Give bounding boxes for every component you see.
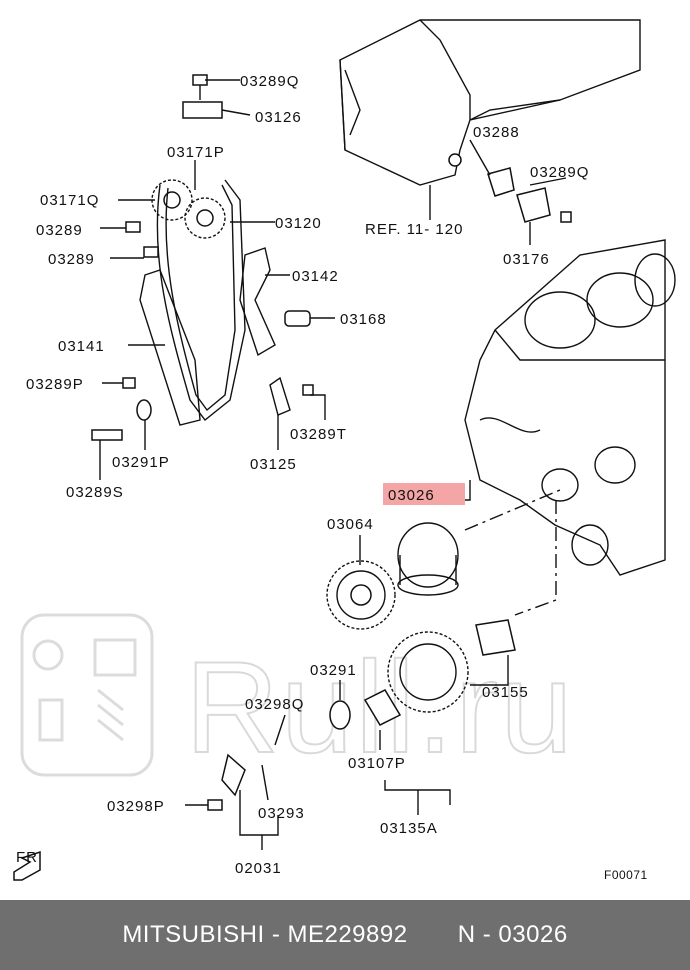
part-label-03064[interactable]: 03064 bbox=[327, 516, 374, 533]
part-label-03155[interactable]: 03155 bbox=[482, 684, 529, 701]
watermark-logo bbox=[20, 613, 154, 777]
front-direction-label: FR bbox=[16, 849, 38, 866]
part-label-03298p[interactable]: 03298P bbox=[107, 798, 165, 815]
oil-pump-drawing bbox=[207, 522, 516, 811]
part-label-03289q-top[interactable]: 03289Q bbox=[240, 73, 299, 90]
front-direction-arrow-icon bbox=[13, 850, 41, 881]
part-label-03171q[interactable]: 03171Q bbox=[40, 192, 99, 209]
part-label-03142[interactable]: 03142 bbox=[292, 268, 339, 285]
figure-code: F00071 bbox=[604, 868, 648, 882]
cylinder-head-drawing bbox=[339, 19, 641, 186]
part-label-03026[interactable]: 03026 bbox=[388, 487, 435, 504]
exploded-parts-diagram: Rull.ru bbox=[13, 19, 676, 882]
part-label-03289s[interactable]: 03289S bbox=[66, 484, 124, 501]
cylinder-block-drawing bbox=[464, 239, 676, 576]
part-label-03291[interactable]: 03291 bbox=[310, 662, 357, 679]
part-label-03135a[interactable]: 03135A bbox=[380, 820, 438, 837]
part-label-03289-a[interactable]: 03289 bbox=[36, 222, 83, 239]
part-label-03120[interactable]: 03120 bbox=[275, 215, 322, 232]
part-label-03171p[interactable]: 03171P bbox=[167, 144, 225, 161]
part-label-03107p[interactable]: 03107P bbox=[348, 755, 406, 772]
part-label-02031[interactable]: 02031 bbox=[235, 860, 282, 877]
part-label-03289p[interactable]: 03289P bbox=[26, 376, 84, 393]
leader-lines bbox=[99, 79, 567, 850]
part-label-03125[interactable]: 03125 bbox=[250, 456, 297, 473]
part-label-03126[interactable]: 03126 bbox=[255, 109, 302, 126]
part-label-03289t[interactable]: 03289T bbox=[290, 426, 347, 443]
reference-label[interactable]: REF. 11- 120 bbox=[365, 221, 463, 238]
timing-chain-drawing bbox=[139, 179, 311, 426]
part-label-03289q-right[interactable]: 03289Q bbox=[530, 164, 589, 181]
part-label-03289-b[interactable]: 03289 bbox=[48, 251, 95, 268]
part-label-03298q[interactable]: 03298Q bbox=[245, 696, 304, 713]
footer-spacer bbox=[408, 921, 458, 949]
callout-number: N - 03026 bbox=[457, 921, 568, 948]
bolts-drawing bbox=[91, 74, 572, 441]
part-label-03141[interactable]: 03141 bbox=[58, 338, 105, 355]
part-label-03168[interactable]: 03168 bbox=[340, 311, 387, 328]
part-label-03288[interactable]: 03288 bbox=[473, 124, 520, 141]
brand-part-number: MITSUBISHI - ME229892 bbox=[122, 921, 408, 948]
part-label-03293[interactable]: 03293 bbox=[258, 805, 305, 822]
part-label-03176[interactable]: 03176 bbox=[503, 251, 550, 268]
part-info-footer: MITSUBISHI - ME229892 N - 03026 bbox=[0, 900, 690, 970]
part-label-03291p[interactable]: 03291P bbox=[112, 454, 170, 471]
selected-part-highlight bbox=[383, 483, 465, 505]
